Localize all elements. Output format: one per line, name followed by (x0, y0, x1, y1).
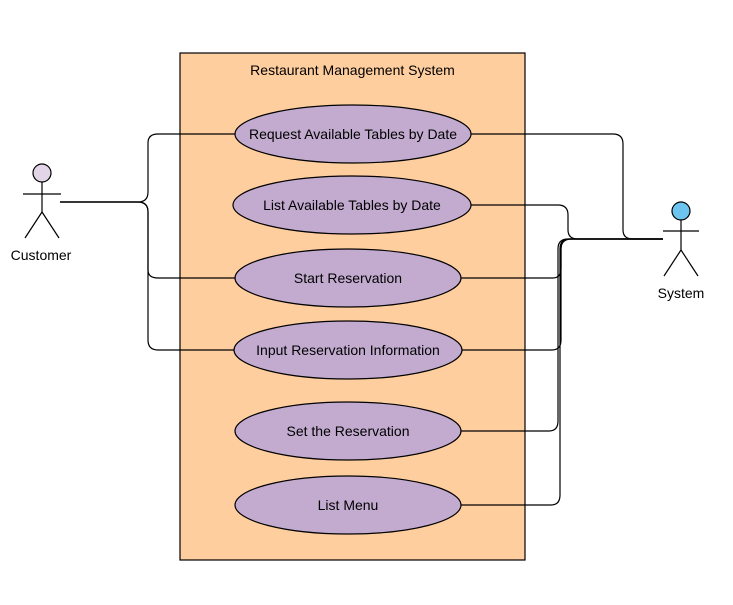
connector-customer-request-tables (60, 133, 235, 203)
system-title: Restaurant Management System (250, 62, 455, 78)
connector-system-set-reservation (461, 238, 663, 432)
actor-customer-label: Customer (11, 247, 72, 263)
use-case-label: Start Reservation (294, 270, 402, 286)
connector-system-list-menu (461, 238, 663, 506)
use-case-label: Request Available Tables by Date (249, 126, 457, 142)
actor-customer[interactable]: Customer (11, 163, 72, 263)
use-case-label: List Menu (318, 497, 379, 513)
use-case-input-reservation-information[interactable]: Input Reservation Information (233, 320, 463, 380)
connector-customer-input-info (60, 201, 234, 351)
use-case-start-reservation[interactable]: Start Reservation (234, 248, 462, 308)
use-case-label: Set the Reservation (287, 423, 410, 439)
use-case-list-available-tables[interactable]: List Available Tables by Date (232, 175, 472, 235)
actor-system-label: System (658, 285, 705, 301)
actor-system[interactable]: System (658, 201, 705, 301)
actor-customer-head (32, 163, 52, 183)
use-case-set-the-reservation[interactable]: Set the Reservation (234, 401, 462, 461)
use-case-list-menu[interactable]: List Menu (234, 475, 462, 535)
use-case-label: List Available Tables by Date (263, 197, 441, 213)
use-case-request-available-tables[interactable]: Request Available Tables by Date (234, 104, 472, 164)
use-case-label: Input Reservation Information (256, 342, 440, 358)
actor-system-head (671, 201, 691, 221)
